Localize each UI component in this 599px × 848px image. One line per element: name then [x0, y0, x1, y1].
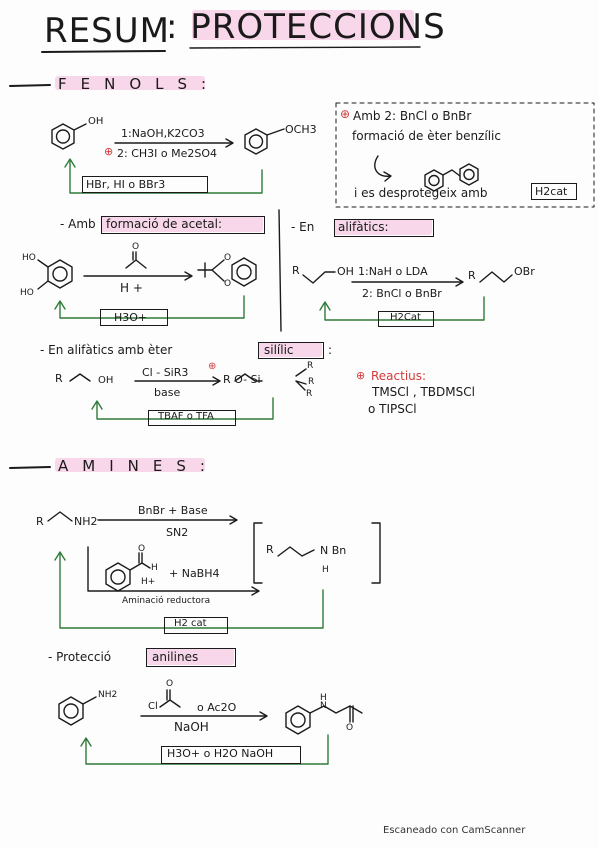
anilines-box	[146, 648, 236, 667]
silyl-r-bot: R	[306, 389, 313, 399]
anilide-o: O	[346, 723, 354, 733]
anilide-n: N	[320, 701, 327, 711]
silyl-product: R O- Si	[223, 373, 261, 386]
acyl-o: O	[166, 679, 174, 689]
ald-hplus: H+	[141, 577, 156, 587]
anilines-box-highlight	[146, 648, 234, 665]
amine-nh2: NH2	[74, 515, 98, 528]
silyl-r-mid: R	[308, 377, 315, 387]
amine-top-line1: BnBr + Base	[138, 504, 208, 517]
anilines-box-text: anilines	[152, 650, 199, 664]
acyl-base: NaOH	[174, 720, 209, 734]
acetal-label: - Amb	[60, 217, 96, 231]
amines-deprotect-box	[164, 617, 228, 634]
acetal-box-text: formació de acetal:	[106, 217, 223, 231]
side-line3: i es desprotegeix amb	[354, 186, 488, 200]
silyl-line2: base	[154, 386, 181, 399]
aliph-line1: 1:NaH o LDA	[358, 265, 428, 278]
side-mark: ⊕	[340, 107, 351, 121]
acetal-o1: O	[224, 253, 232, 263]
anilines-deprotect: H3O+ o H2O NaOH	[167, 747, 274, 760]
phenol-ring	[51, 123, 87, 150]
silyl-line1: Cl - SiR3	[142, 366, 189, 379]
acetal-deprotect: H3O+	[114, 311, 148, 324]
phenol-oh: OH	[88, 116, 104, 127]
aliph-box	[334, 219, 434, 237]
silyl-box	[258, 342, 324, 359]
section-fenols: FENOLS:	[58, 75, 221, 93]
silyl-r-top: R	[307, 361, 314, 371]
silyl-box-text: silílic	[264, 343, 294, 357]
side-line1: Amb 2: BnCl o BnBr	[353, 109, 472, 123]
ald-h: H	[151, 563, 158, 573]
ald-o: O	[138, 544, 146, 554]
aliph-deprotect: H2Cat	[390, 312, 421, 323]
prod-h: H	[322, 565, 329, 575]
aliph-deprotect-box	[378, 311, 434, 327]
silyl-oh: OH	[98, 375, 114, 386]
amines-deprotect: H2 cat	[174, 618, 207, 629]
acetal-ho2: HO	[20, 288, 34, 298]
r1-line1: 1:NaOH,K2CO3	[121, 127, 205, 140]
acetone-o: O	[132, 242, 140, 252]
acetal-box-highlight	[101, 216, 263, 232]
fenols-deprotect-box	[82, 176, 208, 193]
silyl-label: - En alifàtics amb èter	[40, 343, 173, 357]
aliph-box-highlight	[334, 219, 432, 235]
prod-r: R	[266, 543, 274, 556]
reagents-line2: o TIPSCl	[368, 402, 417, 416]
aliph-line2: 2: BnCl o BnBr	[362, 287, 442, 300]
anilines-deprotect-box	[161, 746, 301, 764]
side-line2: formació de èter benzílic	[352, 129, 501, 143]
prod-nbn: N Bn	[320, 544, 347, 557]
aliph-box-text: alifàtics:	[338, 220, 389, 234]
h2cat-box	[531, 183, 577, 200]
footer-scanner: Escaneado con CamScanner	[383, 825, 526, 836]
fenols-highlight	[55, 76, 205, 90]
r1-line2: 2: CH3I o Me2SO4	[117, 147, 218, 160]
acetal-o2: O	[224, 279, 232, 289]
aliph-label: - En	[291, 220, 315, 234]
silyl-deprotect: TBAF o TFA	[158, 411, 214, 422]
title-resum: RESUM	[44, 11, 170, 51]
r1-product: OCH3	[285, 123, 317, 136]
acetal-h: H +	[120, 281, 143, 295]
acetal-box	[101, 216, 265, 234]
title-highlight	[192, 10, 414, 40]
reagents-title: Reactius:	[371, 369, 427, 383]
r1-mark: ⊕	[104, 145, 114, 158]
silyl-mark: ⊕	[208, 361, 217, 372]
silyl-deprotect-box	[148, 410, 236, 426]
acetal-ho1: HO	[22, 253, 36, 263]
anilide-h: H	[320, 693, 327, 703]
reagents-mark: ⊕	[356, 369, 366, 382]
amine-r: R	[36, 515, 44, 528]
silyl-box-highlight	[258, 342, 322, 357]
acyl-reagent: o Ac2O	[197, 701, 237, 714]
amines-highlight	[55, 458, 205, 472]
acetal-deprotect-box	[100, 309, 168, 326]
section-amines: AMINES:	[58, 457, 219, 475]
silyl-r: R	[55, 372, 63, 385]
aliph-r1: R	[292, 264, 300, 277]
aliph-obr: OBr	[514, 265, 535, 278]
prot-label: - Protecció	[48, 650, 112, 664]
title-proteccions: : PROTECCIONS	[166, 7, 446, 47]
silyl-colon: :	[328, 343, 333, 357]
aniline-nh2: NH2	[98, 690, 118, 700]
aliph-r2: R	[468, 269, 476, 282]
ald-reagent: + NaBH4	[169, 567, 220, 580]
acyl-cl: Cl	[148, 701, 158, 712]
reagents-line1: TMSCl , TBDMSCl	[372, 385, 475, 399]
aliph-oh: OH	[337, 265, 354, 278]
amine-top-line2: SN2	[166, 526, 189, 539]
r1-deprotect: HBr, HI o BBr3	[86, 178, 166, 191]
side-h2cat: H2cat	[535, 185, 568, 198]
aminacio-label: Aminació reductora	[122, 596, 211, 606]
